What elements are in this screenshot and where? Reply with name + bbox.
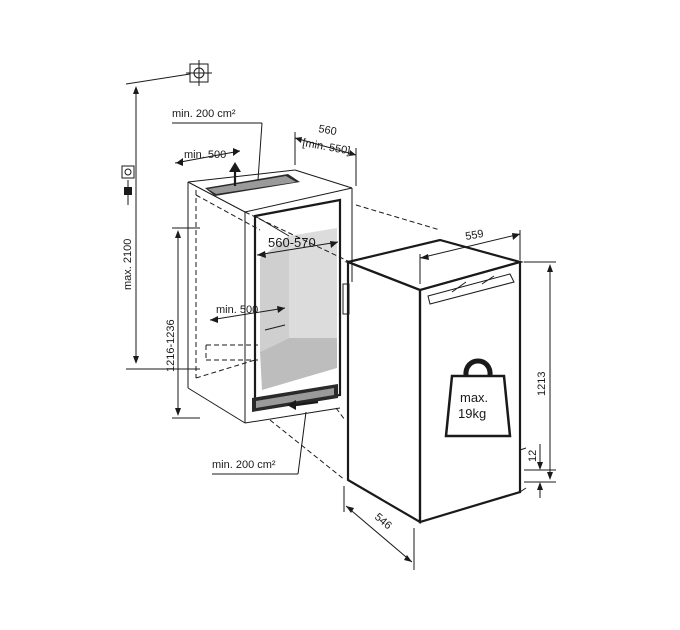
niche-height-label: 1216-1236 bbox=[165, 319, 177, 372]
vent-bottom-depth-label: min. 500 bbox=[216, 304, 258, 316]
plinth-height-dimension: 12 bbox=[524, 444, 556, 498]
niche-width-label: 560 bbox=[317, 123, 337, 138]
max-height-label: max. 2100 bbox=[122, 239, 134, 290]
bottom-vent bbox=[252, 384, 338, 412]
appliance-height-label: 1213 bbox=[536, 372, 548, 396]
niche-inner-width-dimension: 560-570 bbox=[256, 235, 339, 258]
weight-icon: max. 19kg bbox=[444, 358, 512, 438]
appliance-width-label: 559 bbox=[464, 228, 484, 243]
niche-height-dimension: 1216-1236 bbox=[165, 227, 200, 419]
appliance-width-dimension: 559 bbox=[419, 228, 521, 284]
appliance-height-dimension: 1213 bbox=[524, 261, 556, 483]
max-height-dimension: max. 2100 bbox=[122, 73, 200, 370]
vent-bottom-annotation: min. 200 cm² bbox=[212, 411, 307, 475]
niche-width-dimension: 560 [min. 550] bbox=[294, 123, 357, 186]
vent-bottom-depth-annotation: min. 500 bbox=[209, 304, 286, 331]
power-plug-icon bbox=[121, 165, 135, 205]
vent-top-label: min. 200 cm² bbox=[172, 108, 236, 120]
vent-top-depth-label: min. 500 bbox=[184, 149, 226, 161]
niche-cabinet bbox=[187, 169, 353, 424]
weight-line2: 19kg bbox=[458, 406, 486, 421]
top-vent bbox=[205, 162, 300, 196]
appliance bbox=[342, 238, 527, 524]
target-crosshair-icon bbox=[186, 60, 212, 86]
appliance-depth-label: 546 bbox=[372, 511, 394, 532]
vent-bottom-label: min. 200 cm² bbox=[212, 459, 276, 471]
weight-line1: max. bbox=[460, 390, 488, 405]
vent-top-depth-annotation: min. 500 bbox=[174, 148, 241, 166]
plinth-height-label: 12 bbox=[527, 450, 539, 462]
niche-inner-width-label: 560-570 bbox=[268, 235, 316, 250]
vent-top-annotation: min. 200 cm² bbox=[172, 108, 263, 181]
alignment-guides bbox=[244, 204, 441, 481]
